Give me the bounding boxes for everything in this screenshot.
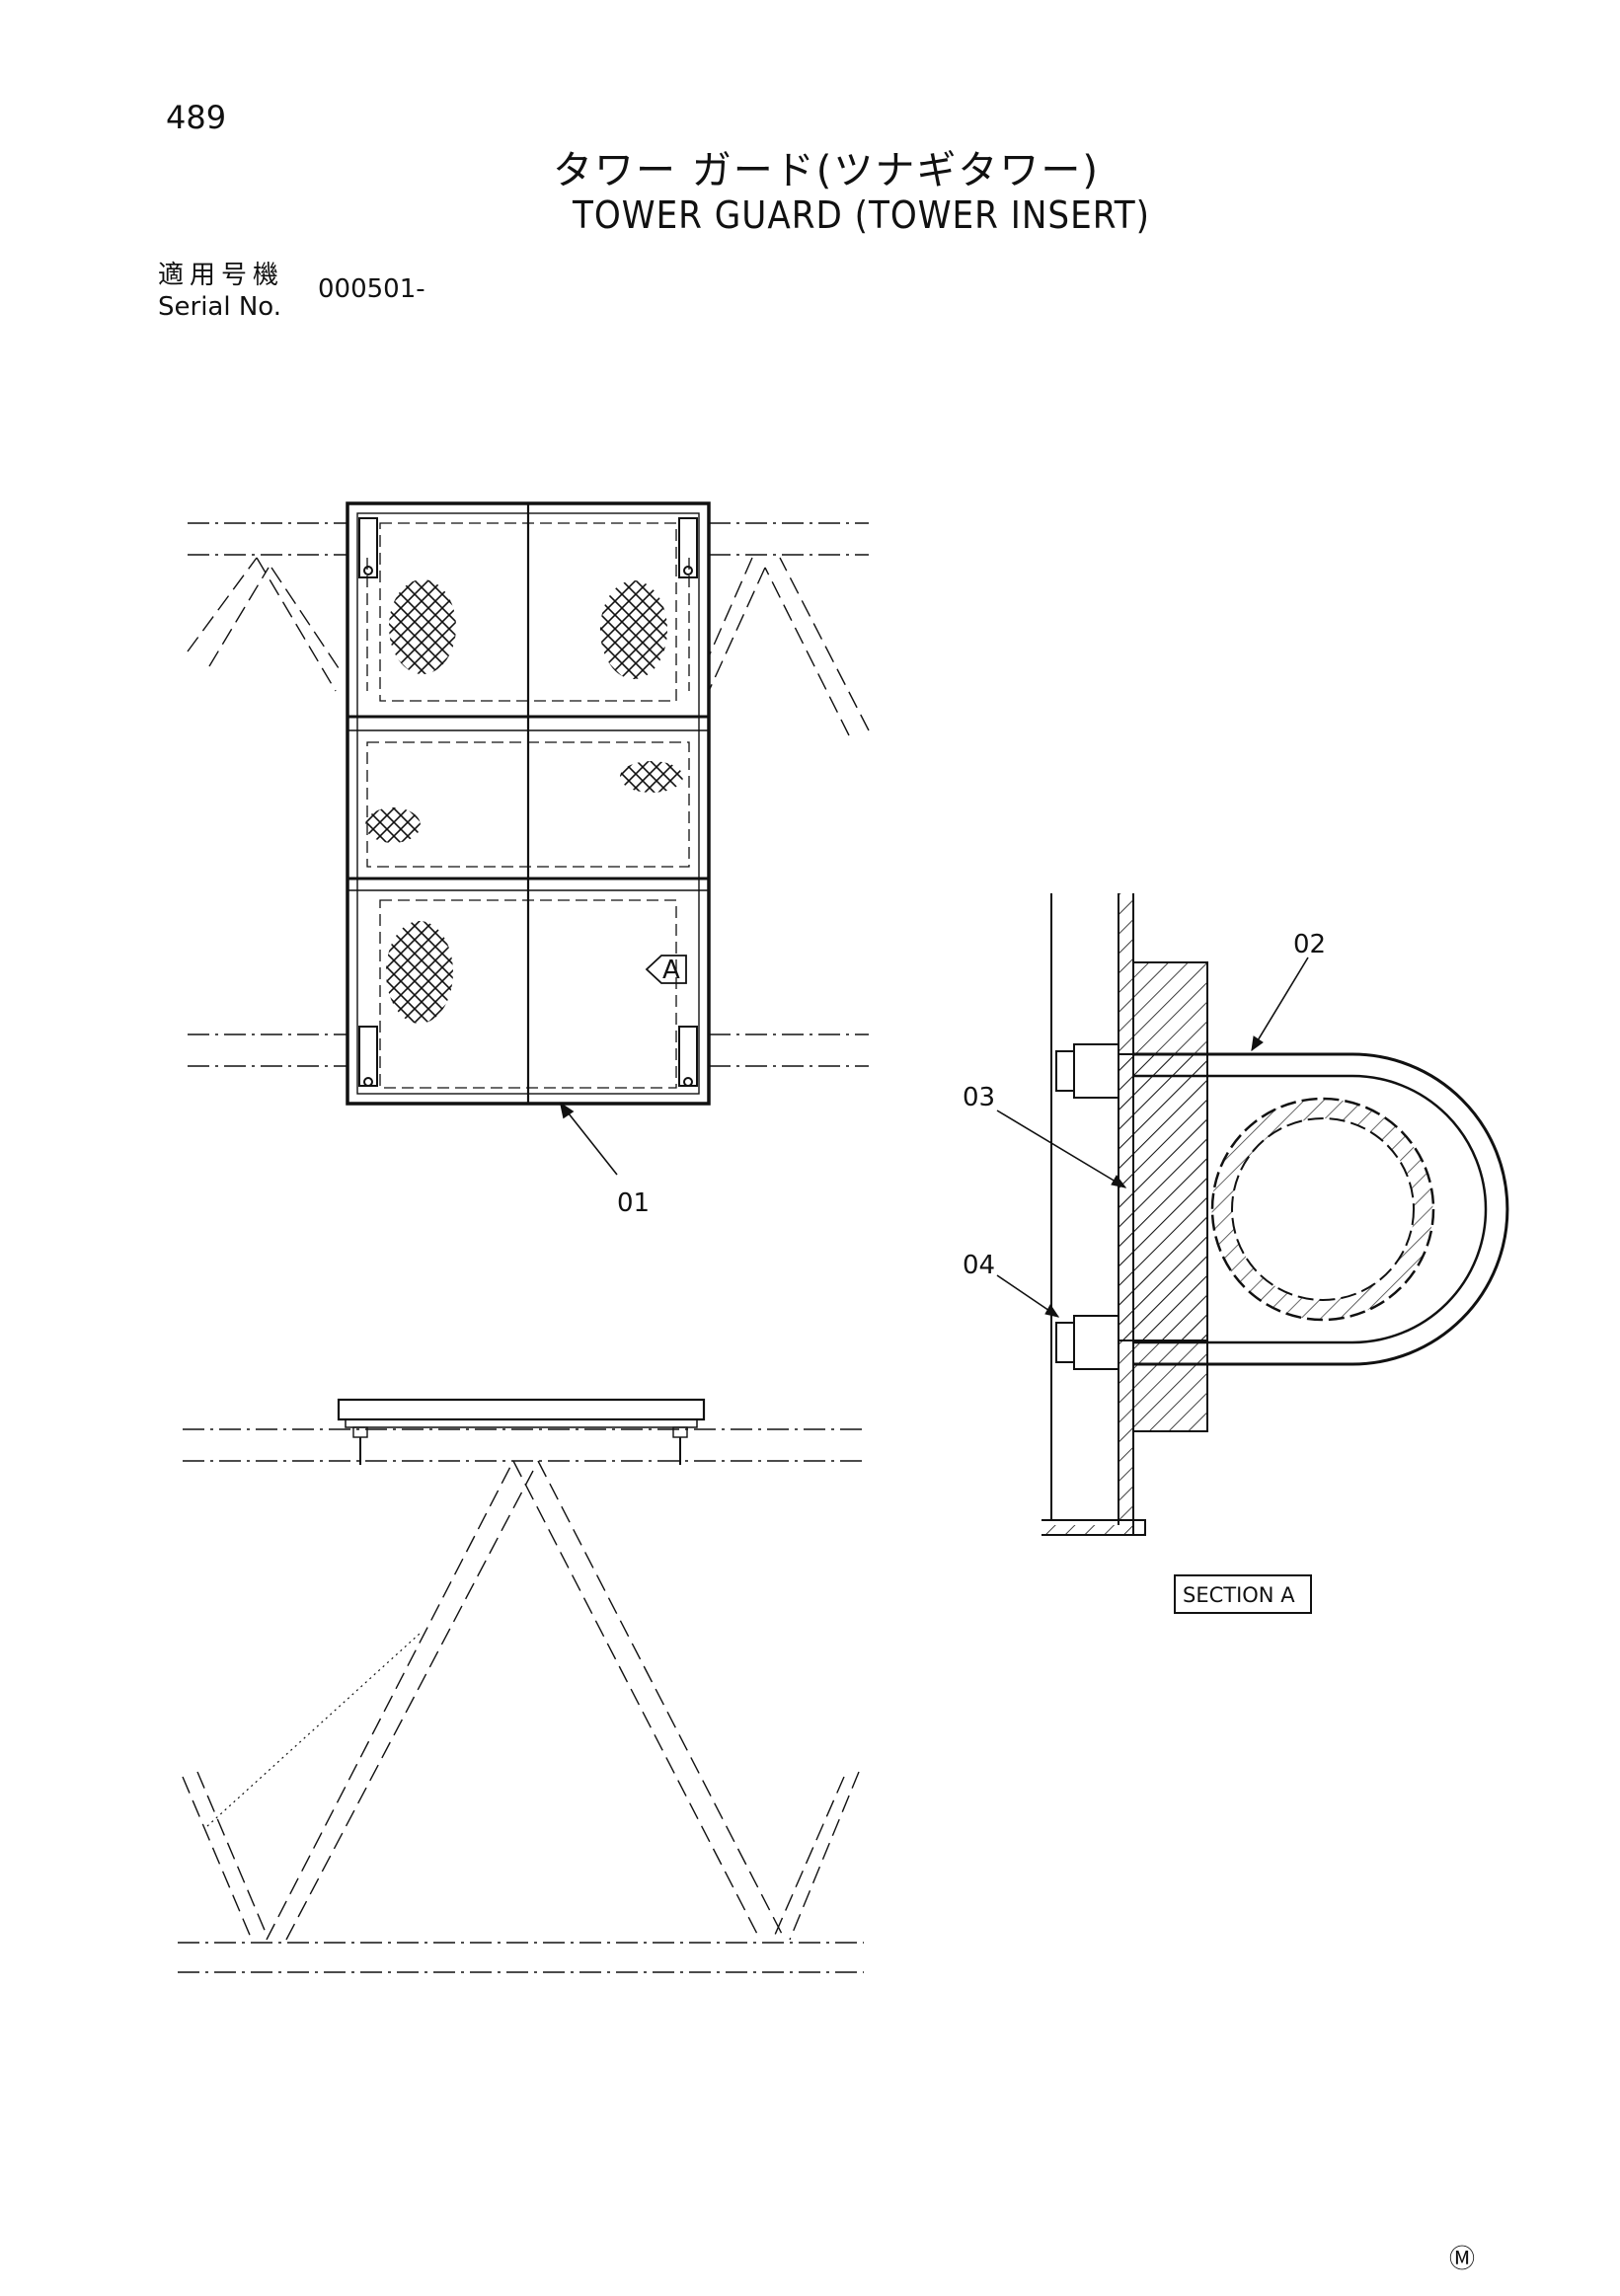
serial-label-japanese: 適用号機 [158,261,285,290]
corner-mark: Ⓜ [1449,2245,1476,2274]
leader-part-01 [559,1102,618,1176]
callout-part-04: 04 [963,1251,995,1280]
serial-label-english: Serial No. [158,292,281,322]
page-number: 489 [166,99,227,136]
view-arrow-label: A [662,956,680,985]
callout-part-01: 01 [617,1188,650,1218]
guard-plan-view [187,501,870,1106]
serial-number-value: 000501- [318,274,425,304]
page-title-english: TOWER GUARD (TOWER INSERT) [573,193,1150,237]
section-label: SECTION A [1183,1583,1295,1607]
page-title-japanese: タワー ガード(ツナギタワー) [553,148,1100,193]
guard-side-view [178,1398,864,1973]
callout-part-02: 02 [1293,930,1326,959]
section-a-detail [996,893,1509,1536]
section-label-box [1174,1574,1312,1614]
callout-part-03: 03 [963,1083,995,1112]
